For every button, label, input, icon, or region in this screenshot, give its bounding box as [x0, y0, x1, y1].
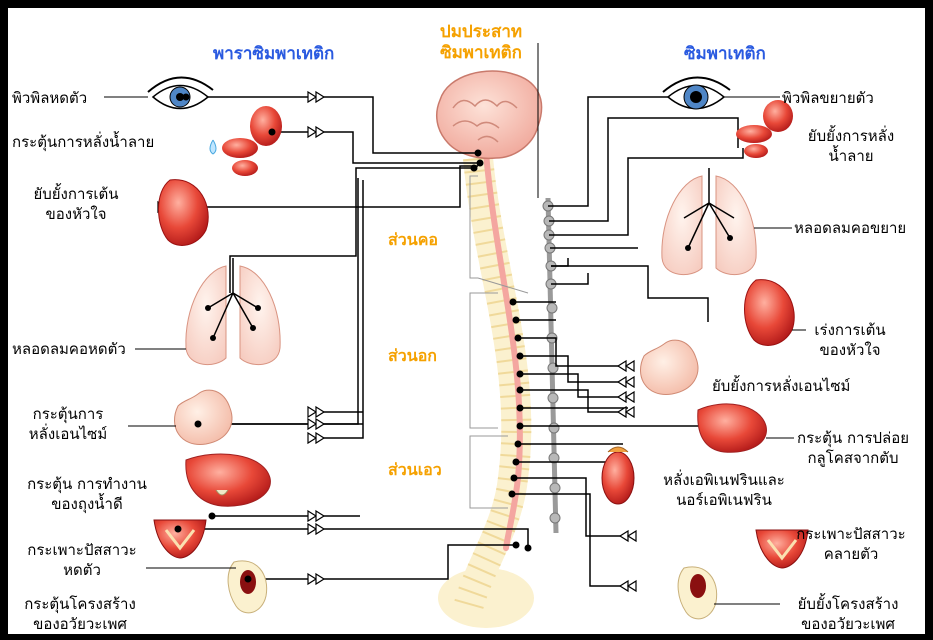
diagram-panel: พาราซิมพาเทติก ปมประสาท ซิมพาเทติก ซิมพา… — [8, 8, 925, 634]
region-thoracic: ส่วนอก — [388, 344, 437, 369]
right-label-saliva: ยับยั้งการหลั่ง น้ำลาย — [786, 126, 916, 166]
right-label-heart-line1: เร่งการเต้น — [800, 320, 900, 340]
heading-center-line1: ปมประสาท — [426, 22, 536, 43]
right-label-pupil: พิวพิลขยายตัว — [782, 88, 874, 108]
left-label-enzyme-line1: กระตุ้นการ — [12, 404, 124, 424]
left-label-genital: กระตุ้นโครงสร้าง ของอวัยวะเพศ — [12, 594, 148, 634]
left-label-saliva: กระตุ้นการหลั่งน้ำลาย — [12, 132, 154, 152]
region-cervical: ส่วนคอ — [388, 228, 438, 253]
right-label-saliva-line1: ยับยั้งการหลั่ง — [786, 126, 916, 146]
left-stomach — [174, 390, 231, 444]
left-label-gallbladder: กระตุ้น การทำงาน ของถุงน้ำดี — [12, 474, 162, 514]
left-label-bladder: กระเพาะปัสสาวะ หดตัว — [12, 540, 152, 580]
left-salivary-glands — [210, 106, 282, 176]
right-label-adrenal: หลั่งเอพิเนฟรินและ นอร์เอพิเนฟริน — [636, 470, 812, 510]
left-label-heart: ยับยั้งการเต้น ของหัวใจ — [16, 184, 136, 224]
heading-parasympathetic: พาราซิมพาเทติก — [213, 40, 334, 67]
right-label-enzyme: ยับยั้งการหลั่งเอนไซม์ — [712, 376, 850, 396]
heading-center-line2: ซิมพาเทติก — [426, 43, 536, 64]
heading-sympathetic: ซิมพาเทติก — [684, 40, 766, 67]
right-label-glucose-line2: กลูโคสจากตับ — [788, 448, 918, 468]
right-kidney-adrenal — [602, 447, 634, 504]
region-lumbar: ส่วนเอว — [388, 458, 442, 483]
right-genital — [678, 567, 717, 619]
right-label-adrenal-line1: หลั่งเอพิเนฟรินและ — [636, 470, 812, 490]
left-lungs — [186, 258, 280, 365]
right-eye — [663, 77, 730, 109]
left-label-heart-line2: ของหัวใจ — [16, 204, 136, 224]
right-label-genital-line1: ยับยั้งโครงสร้าง — [778, 594, 918, 614]
right-lungs — [662, 168, 756, 275]
left-label-gall-line1: กระตุ้น การทำงาน — [12, 474, 162, 494]
left-label-pupil: พิวพิลหดตัว — [12, 88, 87, 108]
right-label-bladder-line1: กระเพาะปัสสาวะ — [784, 524, 918, 544]
right-label-genital-line2: ของอวัยวะเพศ — [778, 614, 918, 634]
right-label-saliva-line2: น้ำลาย — [786, 146, 916, 166]
brain — [437, 71, 542, 158]
left-label-gall-line2: ของถุงน้ำดี — [12, 494, 162, 514]
left-heart — [159, 180, 209, 246]
right-label-glucose-line1: กระตุ้น การปล่อย — [788, 428, 918, 448]
left-label-bladder-line1: กระเพาะปัสสาวะ — [12, 540, 152, 560]
right-salivary-glands — [736, 100, 793, 158]
right-stomach — [640, 340, 697, 394]
left-label-enzyme-line2: หลั่งเอนไซม์ — [12, 424, 124, 444]
left-label-enzyme: กระตุ้นการ หลั่งเอนไซม์ — [12, 404, 124, 444]
right-liver — [698, 404, 767, 452]
right-label-adrenal-line2: นอร์เอพิเนฟริน — [636, 490, 812, 510]
left-label-genital-line1: กระตุ้นโครงสร้าง — [12, 594, 148, 614]
right-label-heart: เร่งการเต้น ของหัวใจ — [800, 320, 900, 360]
right-label-bladder: กระเพาะปัสสาวะ คลายตัว — [784, 524, 918, 564]
right-heart — [745, 280, 795, 346]
left-label-heart-line1: ยับยั้งการเต้น — [16, 184, 136, 204]
right-label-bladder-line2: คลายตัว — [784, 544, 918, 564]
left-label-genital-line2: ของอวัยวะเพศ — [12, 614, 148, 634]
right-label-heart-line2: ของหัวใจ — [800, 340, 900, 360]
heading-sympathetic-ganglion: ปมประสาท ซิมพาเทติก — [426, 22, 536, 64]
left-genital — [228, 561, 267, 613]
left-label-bladder-line2: หดตัว — [12, 560, 152, 580]
left-bladder — [154, 520, 206, 558]
left-liver — [186, 454, 271, 506]
right-label-bronchi: หลอดลมคอขยาย — [794, 218, 906, 238]
right-label-genital: ยับยั้งโครงสร้าง ของอวัยวะเพศ — [778, 594, 918, 634]
left-label-bronchi: หลอดลมคอหดตัว — [12, 339, 126, 359]
left-eye — [148, 77, 213, 108]
right-label-glucose: กระตุ้น การปล่อย กลูโคสจากตับ — [788, 428, 918, 468]
